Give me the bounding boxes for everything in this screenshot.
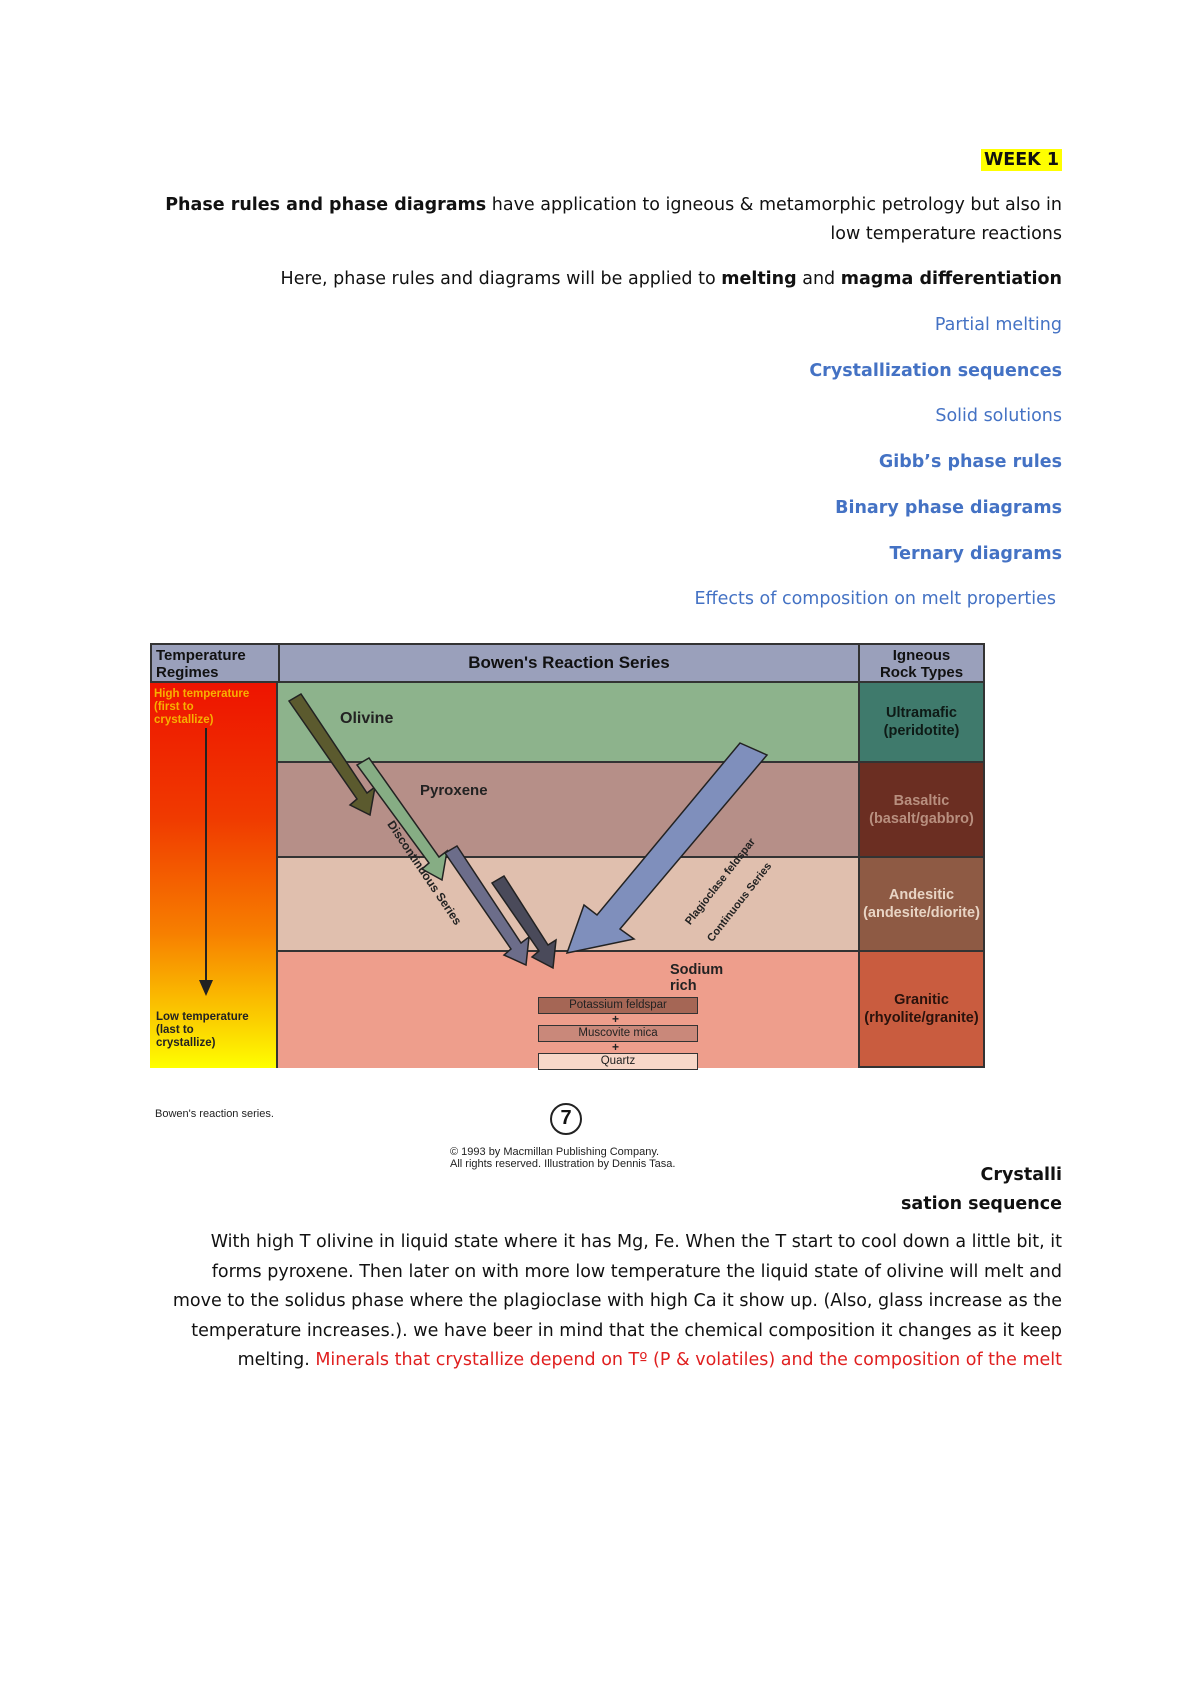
topic-crystallization-sequences: Crystallization sequences [809, 361, 1062, 381]
plus-sign-1: + [612, 1012, 620, 1026]
topic-solid-solutions: Solid solutions [935, 406, 1062, 426]
application-line: Here, phase rules and diagrams will be a… [280, 269, 1062, 289]
copyright-notice: © 1993 by Macmillan Publishing Company.A… [450, 1146, 676, 1170]
band-andesitic [278, 858, 858, 952]
pyroxene-label: Pyroxene [420, 782, 488, 799]
rock-type-basaltic: Basaltic(basalt/gabbro) [858, 763, 985, 858]
paragraph-line-1: With high T olivine in liquid state wher… [210, 1232, 1062, 1252]
crystallisation-heading-line-1: Crystalli [980, 1165, 1062, 1185]
intro-line-1: Phase rules and phase diagrams have appl… [165, 195, 1062, 215]
figure-caption: Bowen's reaction series. [155, 1108, 274, 1120]
quartz-box: Quartz [538, 1053, 698, 1070]
paragraph-line-4: temperature increases.). we have beer in… [191, 1320, 1062, 1341]
topic-effects-of-composition: Effects of composition on melt propertie… [694, 589, 1057, 609]
olivine-label: Olivine [340, 710, 394, 727]
week-label: WEEK 1 [980, 146, 1062, 175]
plus-sign-2: + [612, 1040, 620, 1054]
reaction-arrows [287, 692, 769, 970]
band-ultramafic [278, 683, 858, 763]
rock-type-andesitic: Andesitic(andesite/diorite) [858, 858, 985, 952]
muscovite-mica-box: Muscovite mica [538, 1025, 698, 1042]
rock-type-granitic: Granitic(rhyolite/granite) [858, 952, 985, 1068]
temperature-gradient [150, 683, 278, 1068]
bowens-series-header: Bowen's Reaction Series [278, 643, 860, 683]
topic-ternary-diagrams: Ternary diagrams [889, 544, 1062, 564]
crystallisation-heading-line-2: sation sequence [900, 1194, 1062, 1214]
rock-type-ultramafic: Ultramafic(peridotite) [858, 683, 985, 763]
paragraph-line-3: move to the solidus phase where the plag… [172, 1291, 1062, 1311]
topic-binary-phase-diagrams: Binary phase diagrams [835, 498, 1062, 518]
paragraph-line-5: melting. Minerals that crystallize depen… [237, 1350, 1062, 1370]
intro-line-2: low temperature reactions [830, 224, 1062, 244]
explanation-paragraph: With high T olivine in liquid state wher… [162, 1228, 1062, 1376]
figure-number: 7 [550, 1103, 582, 1135]
temperature-arrow [199, 728, 213, 996]
topic-partial-melting: Partial melting [934, 315, 1062, 335]
potassium-feldspar-box: Potassium feldspar [538, 997, 698, 1014]
topic-gibbs-phase-rules: Gibb’s phase rules [878, 452, 1062, 472]
key-takeaway-text: Minerals that crystallize depend on Tº (… [315, 1350, 1062, 1370]
paragraph-line-2: forms pyroxene. Then later on with more … [211, 1261, 1062, 1282]
